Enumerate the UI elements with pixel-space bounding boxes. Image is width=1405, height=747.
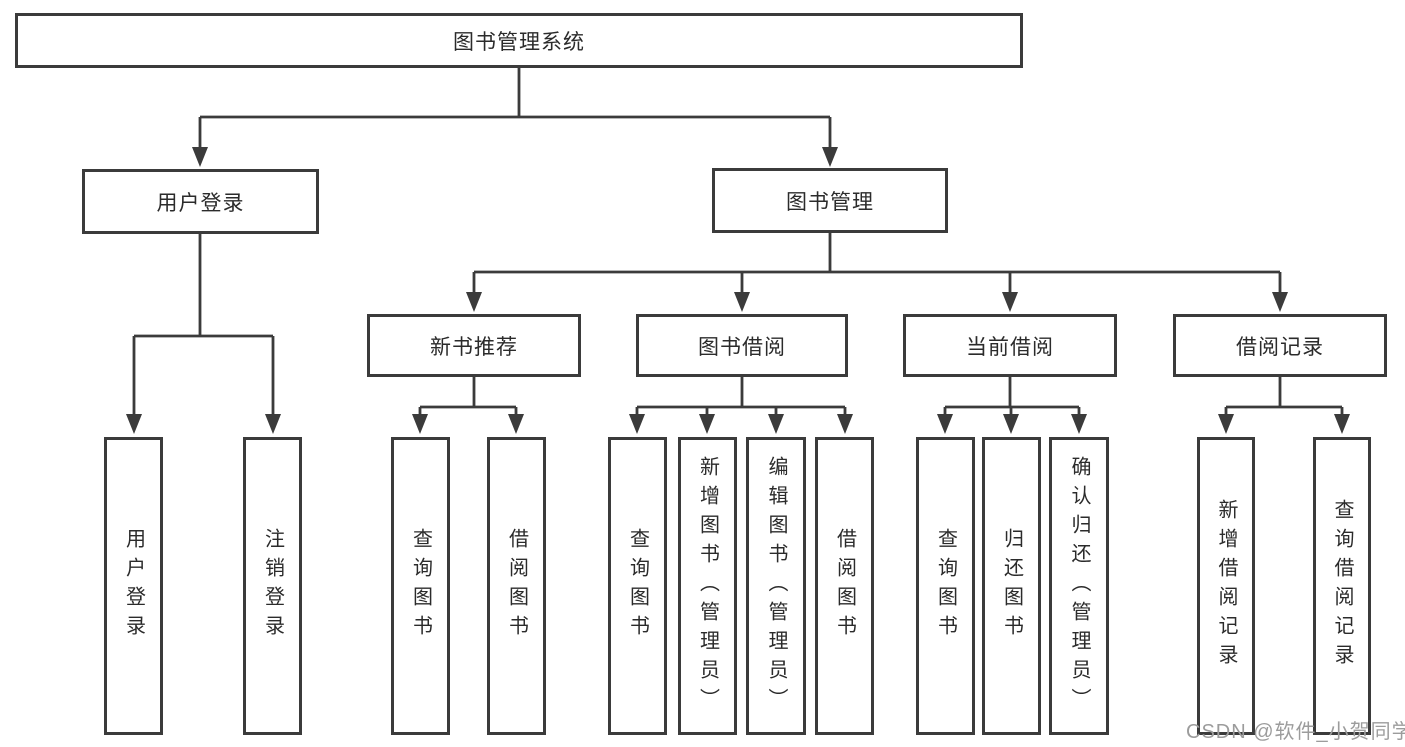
node-book-management: 图书管理 [712,168,948,233]
leaf-label: 查询图书 [626,528,649,644]
leaf-edit-book-admin: 编辑图书（管理员） [746,437,806,735]
leaf-label: 新增借阅记录 [1215,499,1237,673]
node-new-book-recommendation: 新书推荐 [367,314,581,377]
leaf-label: 用户登录 [122,528,145,644]
watermark: CSDN @软件_小贺同学 [1186,721,1405,743]
leaf-label: 归还图书 [1000,528,1023,644]
leaf-borrow-books-recommend: 借阅图书 [487,437,546,735]
leaf-user-login: 用户登录 [104,437,163,735]
leaf-query-books-current: 查询图书 [916,437,975,735]
node-label: 当前借阅 [966,335,1054,359]
leaf-query-books-recommend: 查询图书 [391,437,450,735]
leaf-label: 借阅图书 [833,528,856,644]
node-label: 借阅记录 [1236,335,1324,359]
node-book-borrowing: 图书借阅 [636,314,848,377]
leaf-label: 查询借阅记录 [1331,499,1353,673]
leaf-confirm-return-admin: 确认归还（管理员） [1049,437,1109,735]
leaf-label: 编辑图书（管理员） [765,455,787,717]
node-user-login: 用户登录 [82,169,319,234]
leaf-query-books-borrowing: 查询图书 [608,437,667,735]
leaf-add-borrow-record: 新增借阅记录 [1197,437,1255,735]
node-label: 图书管理 [786,190,874,214]
node-label: 图书借阅 [698,335,786,359]
node-current-borrowing: 当前借阅 [903,314,1117,377]
node-library-management-system: 图书管理系统 [15,13,1023,68]
leaf-label: 注销登录 [261,528,284,644]
leaf-return-books: 归还图书 [982,437,1041,735]
leaf-label: 查询图书 [409,528,432,644]
node-label: 图书管理系统 [453,30,585,54]
leaf-label: 新增图书（管理员） [696,455,719,717]
leaf-logout: 注销登录 [243,437,302,735]
leaf-borrow-books: 借阅图书 [815,437,874,735]
leaf-add-book-admin: 新增图书（管理员） [678,437,737,735]
leaf-query-borrow-record: 查询借阅记录 [1313,437,1371,735]
leaf-label: 确认归还（管理员） [1068,455,1090,717]
leaf-label: 借阅图书 [505,528,528,644]
leaf-label: 查询图书 [934,528,957,644]
node-label: 新书推荐 [430,335,518,359]
node-label: 用户登录 [156,191,245,215]
node-borrowing-records: 借阅记录 [1173,314,1387,377]
